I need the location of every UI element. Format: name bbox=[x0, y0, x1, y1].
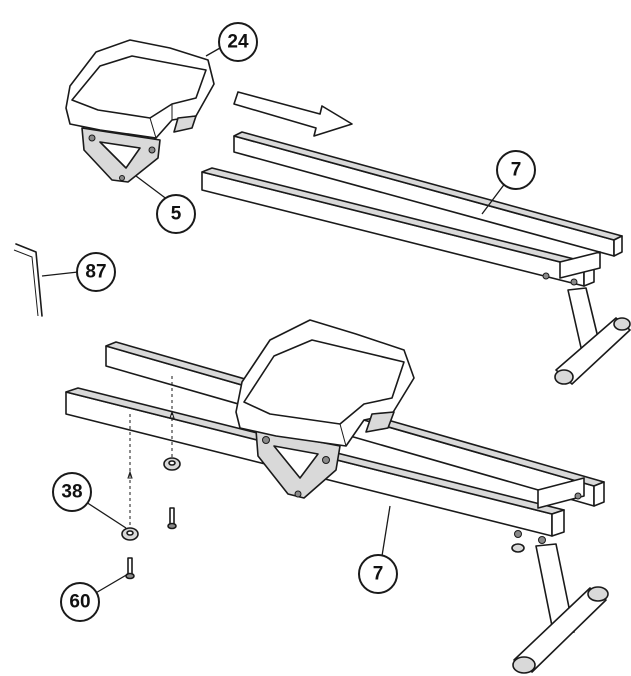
seat-roller bbox=[173, 115, 197, 133]
callout-label: 60 bbox=[69, 592, 90, 613]
callout-label: 38 bbox=[61, 482, 82, 503]
rail-bolt bbox=[574, 492, 582, 500]
bolt bbox=[127, 557, 133, 575]
front-rail-end bbox=[551, 509, 565, 537]
callout-7-bottom: 7 bbox=[358, 554, 398, 594]
callout-label: 24 bbox=[227, 32, 249, 53]
callout-circle bbox=[60, 582, 100, 622]
callout-circle bbox=[358, 554, 398, 594]
bolt-head bbox=[167, 522, 177, 530]
callout-leader bbox=[481, 181, 507, 215]
callout-leader bbox=[135, 175, 169, 201]
foot-cap bbox=[613, 317, 631, 331]
rail-bolt bbox=[542, 272, 550, 280]
back-rail-end bbox=[593, 481, 605, 507]
callout-7-top: 7 bbox=[496, 150, 536, 190]
callout-circle bbox=[76, 252, 116, 292]
callout-leader bbox=[85, 501, 127, 529]
bracket-hole bbox=[88, 134, 96, 142]
callout-60: 60 bbox=[60, 582, 100, 622]
foot-cap bbox=[554, 369, 574, 385]
callout-label: 5 bbox=[171, 204, 182, 225]
callout-label: 7 bbox=[511, 160, 522, 181]
bracket-hole bbox=[262, 436, 270, 444]
direction-arrow bbox=[233, 91, 353, 137]
back-rail-end bbox=[613, 235, 623, 257]
rail-assembly-bottom bbox=[65, 319, 609, 674]
seat-bracket-cutout bbox=[99, 141, 141, 169]
bracket-hole bbox=[148, 146, 156, 154]
callout-24: 24 bbox=[218, 22, 258, 62]
guide-arrowhead bbox=[127, 470, 133, 479]
foot-cap bbox=[587, 586, 609, 602]
callout-5: 5 bbox=[156, 194, 196, 234]
guide-arrowhead bbox=[169, 410, 175, 419]
seat-cushion-top bbox=[71, 55, 207, 119]
seat-cushion-top bbox=[243, 339, 405, 425]
seat-edge bbox=[339, 423, 347, 447]
washer-hole bbox=[126, 530, 134, 536]
callout-label: 87 bbox=[85, 262, 106, 283]
washer-hole bbox=[168, 460, 176, 466]
bracket-hole bbox=[322, 456, 330, 464]
callout-38: 38 bbox=[52, 472, 92, 512]
hex-key-icon bbox=[15, 243, 43, 317]
hex-key bbox=[13, 243, 43, 317]
rail-bolt bbox=[570, 278, 578, 286]
rail-stop bbox=[511, 543, 525, 553]
callout-circle bbox=[496, 150, 536, 190]
cross-member bbox=[559, 251, 601, 279]
hex-key-edge bbox=[13, 249, 39, 317]
callout-circle bbox=[156, 194, 196, 234]
callout-label: 7 bbox=[373, 564, 384, 585]
callout-leader bbox=[41, 271, 79, 277]
seat-roller bbox=[365, 411, 395, 433]
seat-edge bbox=[149, 117, 157, 139]
callout-87: 87 bbox=[76, 252, 116, 292]
callout-leader bbox=[93, 573, 129, 595]
seat-bracket-cutout bbox=[273, 445, 319, 479]
rail-bolt bbox=[514, 530, 522, 538]
arrow-right-icon bbox=[233, 91, 353, 137]
callout-circle bbox=[218, 22, 258, 62]
foot-cap bbox=[512, 656, 536, 674]
callout-leader bbox=[381, 505, 391, 557]
cross-member bbox=[537, 477, 585, 509]
rail-bolt bbox=[538, 536, 546, 544]
rail-assembly-top bbox=[201, 131, 631, 385]
callout-leader bbox=[205, 47, 221, 57]
bracket-hole bbox=[294, 490, 302, 498]
seat-exploded bbox=[65, 39, 215, 183]
bolt bbox=[169, 507, 175, 525]
bracket-hole bbox=[119, 175, 125, 181]
callout-circle bbox=[52, 472, 92, 512]
